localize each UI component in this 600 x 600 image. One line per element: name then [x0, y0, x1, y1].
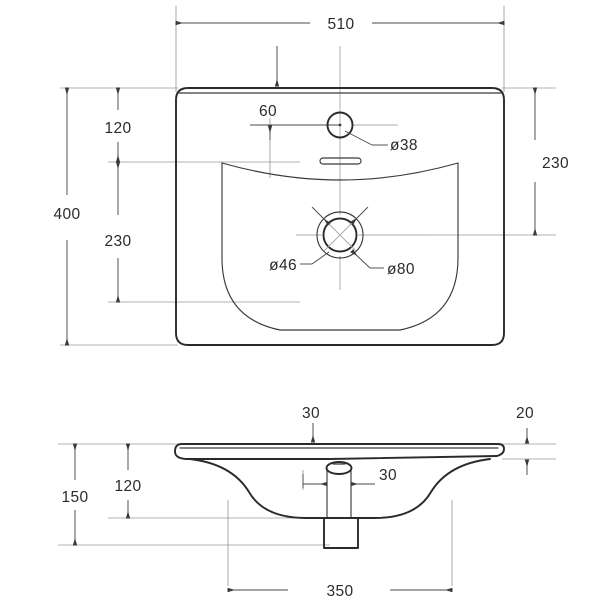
callout-tap-diameter: ø38	[344, 130, 418, 154]
basin-top-plate-section	[174, 443, 505, 460]
dimension-label-rim-20: 20	[516, 405, 534, 422]
overflow-slot-plan	[319, 157, 362, 165]
callout-label-drain-inner: ø46	[269, 257, 297, 274]
callout-drain-inner: ø46	[269, 206, 331, 274]
drain-inner-circle	[322, 217, 358, 253]
tap-hole-circle	[326, 111, 354, 139]
dimension-label-plate-30: 30	[302, 405, 320, 422]
dimension-depth-400: 400	[53, 87, 80, 346]
dimension-label-120-section: 120	[114, 478, 141, 495]
dimension-label-150: 150	[61, 489, 88, 506]
dimension-bowl-230-left: 230	[104, 161, 131, 303]
dimension-label-tap-60: 60	[259, 103, 277, 120]
dimension-plate-30: 30	[302, 405, 320, 443]
bowl-wall-left-section	[189, 458, 307, 519]
dimension-tap-60: 60	[250, 103, 340, 178]
callout-label-drain-outer: ø80	[387, 261, 415, 278]
callout-drain-outer: ø80	[350, 206, 415, 278]
dimension-label-width-510: 510	[327, 16, 354, 33]
dimension-label-120: 120	[104, 120, 131, 137]
plan-view-group: 510 400 120 230	[53, 6, 569, 346]
tap-hole-center-mark	[338, 123, 342, 127]
dimension-tap-offset-120: 120	[104, 87, 131, 163]
dimension-rim-20: 20	[516, 405, 534, 475]
section-extension-lines	[58, 443, 556, 586]
dimension-230-right: 230	[532, 87, 569, 236]
bowl-outline-plan	[221, 162, 459, 331]
overflow-pipe-section	[325, 461, 353, 519]
dimension-label-230-left: 230	[104, 233, 131, 250]
drain-outer-circle	[316, 211, 364, 259]
dimension-width-510: 510	[175, 16, 505, 33]
dimension-label-overflow-30: 30	[379, 467, 397, 484]
plan-center-lines	[296, 46, 430, 290]
dimension-depth-120: 120	[114, 443, 141, 519]
dimension-overflow-30: 30	[302, 467, 397, 490]
dimension-depth-150: 150	[61, 443, 88, 546]
bowl-wall-right-section	[374, 458, 491, 519]
drain-outlet-box-section	[323, 517, 359, 549]
dimension-label-depth-400: 400	[53, 206, 80, 223]
dimension-label-span-350: 350	[326, 583, 353, 600]
plan-extension-lines	[60, 6, 556, 346]
dimension-label-230-right: 230	[542, 155, 569, 172]
dimension-span-350: 350	[227, 583, 453, 600]
section-view-group: 150 120 30 20	[58, 405, 556, 600]
callout-label-tap-diameter: ø38	[390, 137, 418, 154]
